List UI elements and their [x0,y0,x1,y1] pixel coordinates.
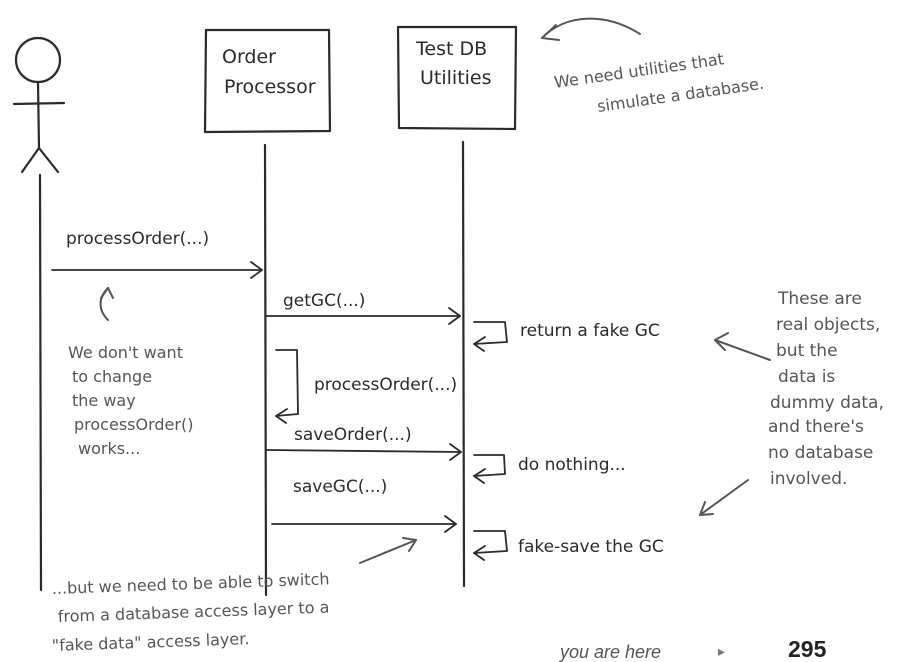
save-gc-label: saveGC(...) [293,477,387,497]
note-switch-layer: ...but we need to be able to switch from… [51,569,329,655]
note-real-objects-line4: data is [778,367,835,387]
note-dont-change-line2: to change [72,367,152,386]
note-real-objects-pointer [699,479,749,516]
message-process-order-call: processOrder(...) [51,229,263,279]
you-are-here-arrow-icon: ▸ [718,644,725,660]
page-footer: you are here ▸ 295 [558,636,827,662]
note-utilities: We need utilities that simulate a databa… [541,17,765,116]
do-nothing-label: do nothing... [518,455,626,475]
get-gc-label: getGC(...) [283,291,365,311]
message-save-order: saveOrder(...) [265,425,462,461]
return-fake-gc-label: return a fake GC [520,321,660,341]
message-save-gc: saveGC(...) [271,477,457,533]
test-db-label-line2: Utilities [420,67,492,89]
note-switch-pointer [359,539,417,564]
message-return-fake-gc: return a fake GC [473,321,660,352]
note-real-objects-line2: real objects, [776,315,880,335]
test-db-lifeline [461,140,466,588]
note-dont-change-line4: processOrder() [74,415,193,434]
note-dont-change-line1: We don't want [68,343,183,362]
order-processor-label-line2: Processor [224,76,316,98]
note-real-objects-line5: dummy data, [770,393,884,413]
test-db-label-line1: Test DB [415,38,487,60]
save-order-label: saveOrder(...) [294,425,412,445]
fake-save-label: fake-save the GC [518,537,664,557]
message-do-nothing: do nothing... [473,454,626,484]
order-processor-lifeline [263,143,268,597]
actor-lifeline [38,173,43,592]
process-order-call-label: processOrder(...) [66,229,209,249]
process-order-self-label: processOrder(...) [314,375,457,395]
page-number: 295 [788,636,827,662]
note-switch-line1: ...but we need to be able to switch [51,569,329,598]
note-switch-line3: "fake data" access layer. [51,629,249,655]
note-dont-change: We don't want to change the way processO… [68,287,193,458]
note-real-objects: These are real objects, but the data is … [714,289,884,489]
note-real-objects-line1: These are [777,289,862,309]
order-processor-participant: Order Processor [203,28,332,597]
message-fake-save: fake-save the GC [473,530,664,561]
you-are-here-text: you are here [558,642,661,662]
note-switch-line2: from a database access layer to a [57,598,329,626]
note-dont-change-line3: the way [72,391,136,410]
actor-stick-figure [12,36,66,592]
note-dont-change-line5: works... [78,439,140,458]
note-real-objects-line7: no database [768,443,873,463]
message-get-gc: getGC(...) [265,291,461,325]
test-db-utilities-participant: Test DB Utilities [396,25,518,588]
note-real-objects-line8: involved. [770,469,847,489]
message-process-order-self: processOrder(...) [275,349,457,424]
order-processor-label-line1: Order [222,46,276,68]
note-real-objects-line6: and there's [768,417,864,437]
note-real-objects-line3: but the [776,341,838,361]
